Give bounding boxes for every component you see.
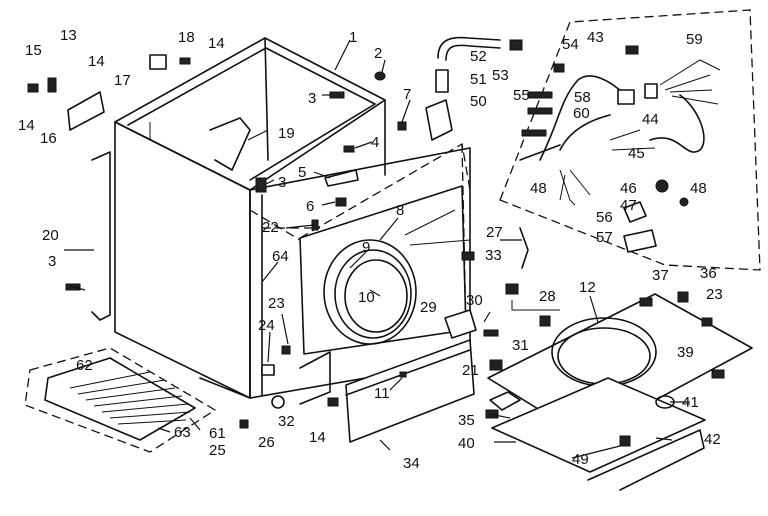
label-4: 4 <box>371 134 379 151</box>
toe-kick <box>299 351 331 405</box>
label-45: 45 <box>628 145 645 162</box>
label-2: 2 <box>374 45 382 62</box>
label-5: 5 <box>298 164 306 181</box>
part-labels: 1 2 3 3 3 4 5 6 7 8 9 10 11 12 13 14 14 … <box>18 27 723 472</box>
label-56: 56 <box>596 209 613 226</box>
label-52: 52 <box>470 48 487 65</box>
label-39: 39 <box>677 344 694 361</box>
label-35: 35 <box>458 412 475 429</box>
label-15: 15 <box>25 42 42 59</box>
label-46: 46 <box>620 180 637 197</box>
label-41: 41 <box>682 394 699 411</box>
label-14b: 14 <box>88 53 105 70</box>
label-51: 51 <box>470 71 487 88</box>
label-8: 8 <box>396 202 404 219</box>
label-20: 20 <box>42 227 59 244</box>
label-61: 61 <box>209 425 226 442</box>
label-34: 34 <box>403 455 420 472</box>
label-59: 59 <box>686 31 703 48</box>
label-7: 7 <box>403 86 411 103</box>
label-29: 29 <box>420 299 437 316</box>
label-33: 33 <box>485 247 502 264</box>
label-43: 43 <box>587 29 604 46</box>
front-trim <box>345 339 475 443</box>
label-55: 55 <box>513 87 530 104</box>
label-48b: 48 <box>690 180 707 197</box>
label-17: 17 <box>114 72 131 89</box>
label-23a: 23 <box>268 295 285 312</box>
label-44: 44 <box>642 111 659 128</box>
label-6: 6 <box>306 198 314 215</box>
label-22: 22 <box>262 219 279 236</box>
bulkhead <box>487 293 753 491</box>
label-42: 42 <box>704 431 721 448</box>
label-24: 24 <box>258 317 275 334</box>
label-37: 37 <box>652 267 669 284</box>
label-11: 11 <box>374 385 390 402</box>
label-1: 1 <box>349 29 357 46</box>
label-19: 19 <box>278 125 295 142</box>
label-13: 13 <box>60 27 77 44</box>
label-54: 54 <box>562 36 579 53</box>
duct-parts <box>425 36 523 141</box>
label-63: 63 <box>174 424 191 441</box>
label-25: 25 <box>209 442 226 459</box>
rear-panel-dashed <box>24 347 217 453</box>
side-bracket <box>91 151 111 321</box>
label-48a: 48 <box>530 180 547 197</box>
label-31: 31 <box>512 337 529 354</box>
label-28: 28 <box>539 288 556 305</box>
wiring-harness <box>499 9 761 271</box>
label-40: 40 <box>458 435 475 452</box>
label-9: 9 <box>362 239 370 256</box>
label-27: 27 <box>486 224 503 241</box>
label-49: 49 <box>572 451 589 468</box>
label-14a: 14 <box>208 35 225 52</box>
label-26: 26 <box>258 434 275 451</box>
label-62: 62 <box>76 357 93 374</box>
label-30: 30 <box>466 292 483 309</box>
leader-lines <box>64 39 690 459</box>
label-3c: 3 <box>48 253 56 270</box>
label-64: 64 <box>272 248 289 265</box>
label-3b: 3 <box>278 174 286 191</box>
cabinet <box>114 37 471 399</box>
label-18: 18 <box>178 29 195 46</box>
label-14c: 14 <box>18 117 35 134</box>
label-58: 58 <box>574 89 591 106</box>
label-12: 12 <box>579 279 596 296</box>
label-53: 53 <box>492 67 509 84</box>
label-50: 50 <box>470 93 487 110</box>
label-47: 47 <box>620 197 637 214</box>
label-60: 60 <box>573 105 590 122</box>
label-23b: 23 <box>706 286 723 303</box>
label-32: 32 <box>278 413 295 430</box>
label-36: 36 <box>700 265 717 282</box>
small-parts <box>27 45 713 447</box>
label-57: 57 <box>596 229 613 246</box>
label-3a: 3 <box>308 90 316 107</box>
label-21: 21 <box>462 362 479 379</box>
label-16: 16 <box>40 130 57 147</box>
label-10: 10 <box>358 289 375 306</box>
label-14d: 14 <box>309 429 326 446</box>
